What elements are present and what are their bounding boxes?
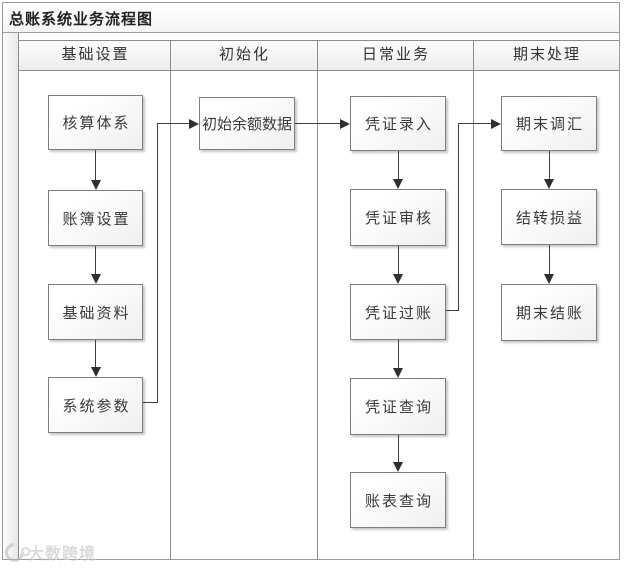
left-margin-strip	[3, 33, 19, 559]
flow-node-base-data: 基础资料	[48, 284, 143, 340]
lane-divider-3	[473, 40, 474, 559]
connector-query-to-report	[398, 435, 399, 462]
arrow-down-icon	[544, 179, 554, 189]
lane-header-basic-setup: 基础设置	[19, 41, 170, 70]
arrow-right-icon	[340, 119, 350, 129]
flow-node-period-end-fx: 期末调汇	[501, 96, 597, 151]
flow-node-accounting-system: 核算体系	[48, 95, 143, 150]
flow-node-voucher-query: 凭证查询	[350, 378, 446, 435]
flow-node-voucher-entry: 凭证录入	[350, 96, 446, 151]
watermark-logo-dot	[21, 546, 31, 556]
connector-ledger-to-basedata	[95, 246, 96, 274]
lane-header-initialization: 初始化	[170, 41, 317, 70]
flow-node-voucher-audit: 凭证审核	[350, 189, 446, 246]
flow-node-system-params: 系统参数	[48, 377, 143, 433]
arrow-down-icon	[393, 368, 403, 378]
connector-opening-to-entry	[295, 123, 341, 124]
arrow-down-icon	[393, 179, 403, 189]
lane-divider-1	[170, 40, 171, 559]
arrow-right-icon	[491, 119, 501, 129]
connector-fx-to-pnl	[549, 151, 550, 179]
lane-header-band: 基础设置 初始化 日常业务 期末处理	[19, 40, 619, 71]
arrow-right-icon	[189, 119, 199, 129]
watermark: 大数跨境	[1, 538, 97, 566]
flow-node-voucher-posting: 凭证过账	[350, 284, 446, 340]
watermark-logo-icon	[1, 538, 31, 566]
connector-params-to-opening-h1	[143, 402, 158, 403]
arrow-down-icon	[91, 367, 101, 377]
connector-pnl-to-closing	[549, 245, 550, 274]
lane-divider-2	[317, 40, 318, 559]
arrow-down-icon	[393, 274, 403, 284]
flow-node-ledger-setup: 账簿设置	[48, 190, 143, 246]
page-title: 总账系统业务流程图	[9, 12, 154, 28]
title-bar: 总账系统业务流程图	[3, 3, 619, 33]
connector-posting-to-fx-h2	[458, 123, 492, 124]
connector-accounting-to-ledger	[95, 150, 96, 180]
connector-basedata-to-params	[95, 340, 96, 367]
flow-node-report-query: 账表查询	[350, 472, 446, 528]
connector-posting-to-fx-h1	[446, 310, 459, 311]
arrow-down-icon	[91, 274, 101, 284]
flow-node-transfer-pnl: 结转损益	[501, 189, 597, 245]
connector-audit-to-posting	[398, 246, 399, 274]
arrow-down-icon	[91, 180, 101, 190]
flowchart-frame: 总账系统业务流程图 基础设置 初始化 日常业务 期末处理 核算体系 账簿设置 基…	[2, 2, 620, 560]
arrow-down-icon	[393, 462, 403, 472]
connector-params-to-opening-v	[157, 123, 158, 403]
connector-posting-to-fx-v	[458, 123, 459, 311]
watermark-text: 大数跨境	[28, 546, 97, 563]
connector-entry-to-audit	[398, 151, 399, 179]
connector-params-to-opening-h2	[157, 123, 190, 124]
arrow-down-icon	[544, 274, 554, 284]
lane-header-daily-business: 日常业务	[317, 41, 473, 70]
lane-header-period-end: 期末处理	[473, 41, 619, 70]
connector-posting-to-query	[398, 340, 399, 368]
flow-node-period-end-closing: 期末结账	[501, 284, 597, 341]
flow-node-opening-balance: 初始余额数据	[199, 97, 295, 150]
